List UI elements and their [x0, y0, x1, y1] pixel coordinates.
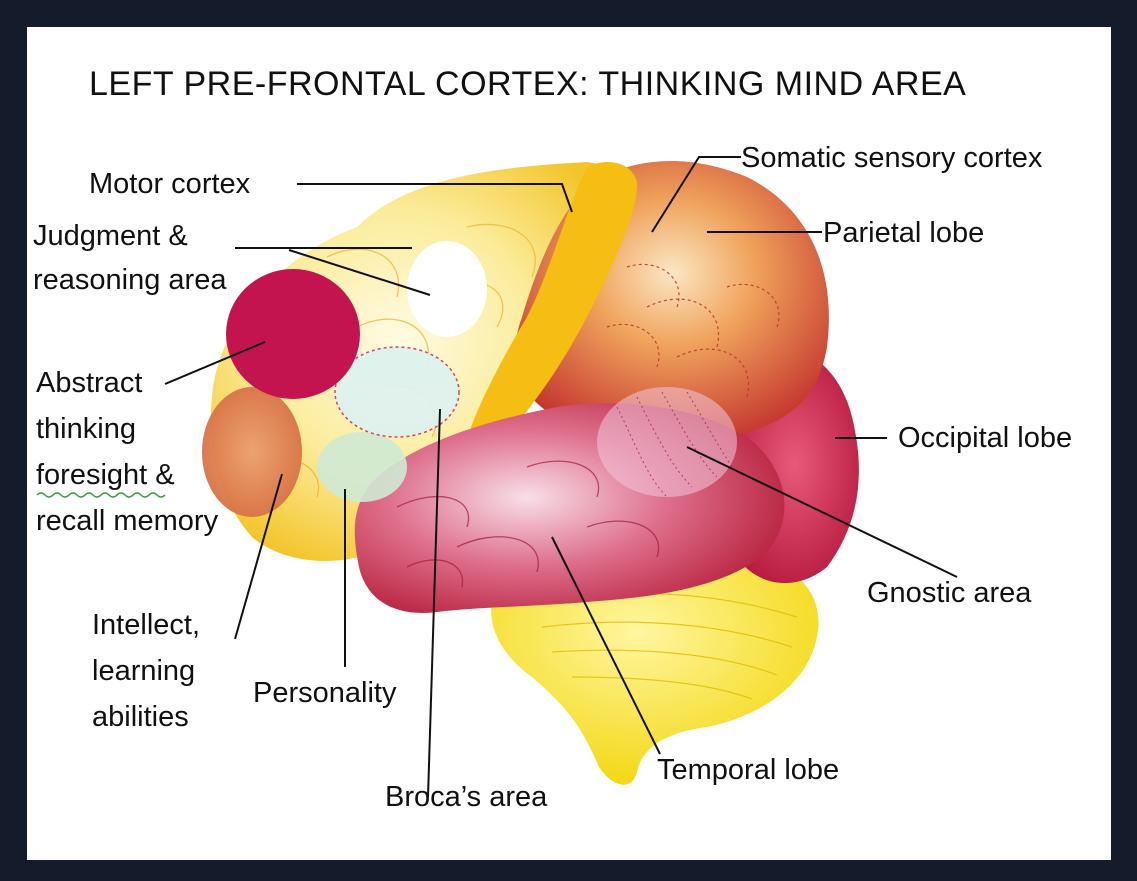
label-motor-cortex: Motor cortex	[89, 168, 251, 200]
label-judgment-line2: reasoning area	[33, 264, 227, 296]
diagram-panel: LEFT PRE-FRONTAL CORTEX: THINKING MIND A…	[27, 27, 1111, 860]
label-abstract-line4: recall memory	[36, 505, 219, 537]
label-abstract-line1: Abstract	[36, 367, 142, 399]
spellcheck-underline	[37, 493, 165, 497]
label-brocas-area: Broca’s area	[385, 781, 548, 813]
label-judgment-line1: Judgment &	[33, 220, 188, 252]
judgment-reasoning-region	[407, 241, 487, 337]
label-parietal-lobe: Parietal lobe	[823, 217, 984, 249]
label-gnostic-area: Gnostic area	[867, 577, 1032, 609]
gnostic-area-overlay	[597, 387, 737, 497]
brain-diagram: LEFT PRE-FRONTAL CORTEX: THINKING MIND A…	[27, 27, 1111, 860]
diagram-title: LEFT PRE-FRONTAL CORTEX: THINKING MIND A…	[89, 65, 966, 103]
label-personality: Personality	[253, 677, 397, 709]
label-intellect-line1: Intellect,	[92, 609, 200, 641]
personality-region	[317, 432, 407, 502]
label-somatic-sensory-cortex: Somatic sensory cortex	[741, 142, 1043, 174]
label-occipital-lobe: Occipital lobe	[898, 422, 1072, 454]
label-temporal-lobe: Temporal lobe	[657, 754, 839, 786]
label-abstract-line2: thinking	[36, 413, 136, 445]
label-abstract-line3: foresight &	[36, 459, 175, 491]
abstract-thinking-region	[226, 269, 360, 399]
label-intellect-line2: learning	[92, 655, 195, 687]
intellect-region	[202, 387, 302, 517]
label-intellect-line3: abilities	[92, 701, 189, 733]
